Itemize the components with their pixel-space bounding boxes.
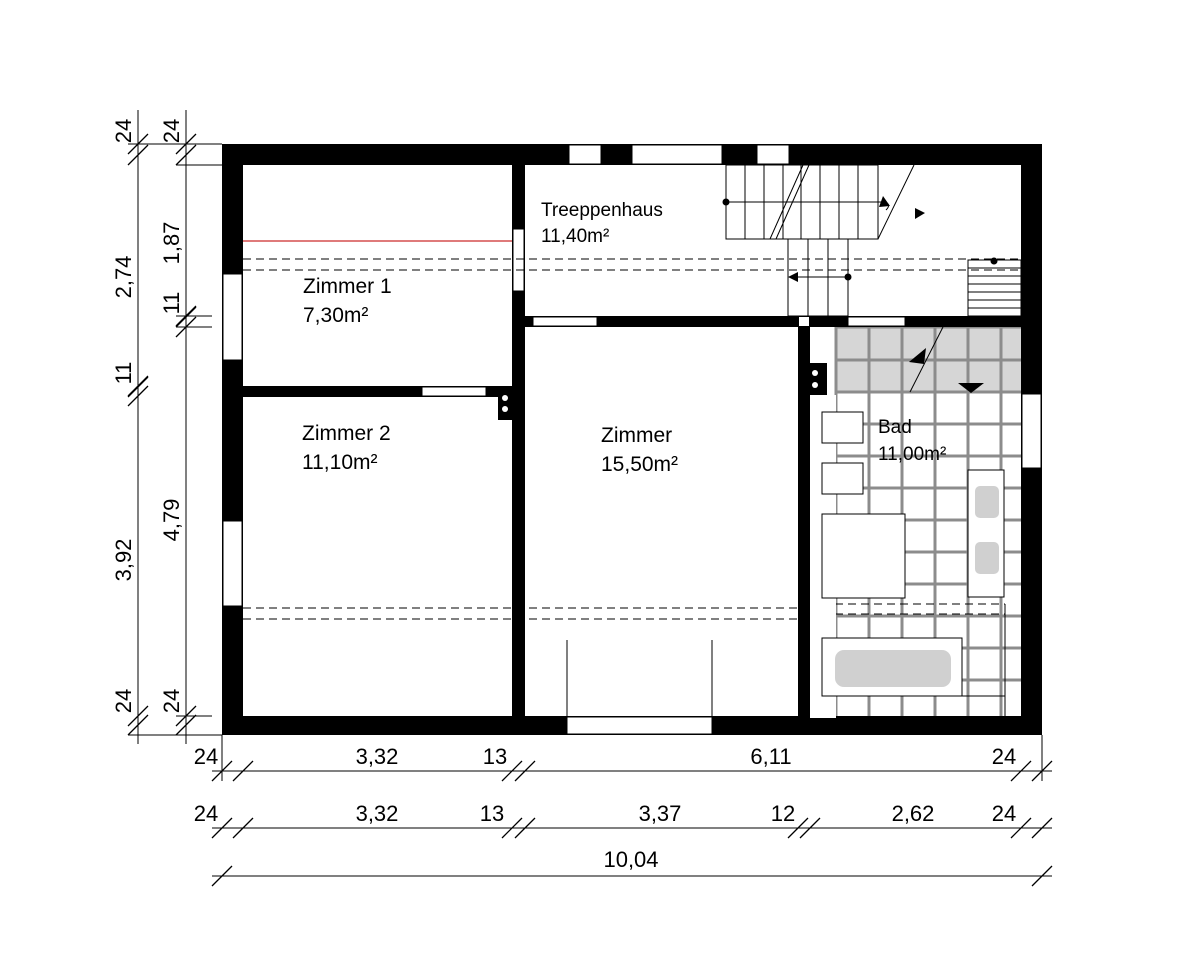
openings xyxy=(222,144,1042,735)
door-zimmer2 xyxy=(421,386,487,397)
chimney-left xyxy=(498,388,522,420)
shower xyxy=(821,513,906,599)
dim-row1-left-wall: 24 xyxy=(194,744,218,769)
bath-fixtures xyxy=(810,395,1006,718)
dim-total-width: 10,04 xyxy=(603,847,658,872)
dim-row2-wall1: 13 xyxy=(480,801,504,826)
room-bad-name: Bad xyxy=(878,417,912,438)
toilet-2 xyxy=(821,462,864,495)
left-wall xyxy=(222,144,243,735)
dim-row2-wall2: 12 xyxy=(771,801,795,826)
room-zimmer2-name: Zimmer 2 xyxy=(302,422,391,445)
arrow-up-icon xyxy=(909,348,926,364)
dim-row1-room1: 3,32 xyxy=(356,744,399,769)
room-zimmer-area: 15,50m² xyxy=(601,453,678,476)
arrow-right-icon xyxy=(915,208,925,219)
dim-left-inner-top-wall: 24 xyxy=(159,119,184,143)
dim-row1-room2: 6,11 xyxy=(750,744,791,769)
window-top-1 xyxy=(568,144,602,165)
window-zimmer1 xyxy=(222,273,243,361)
sink-1 xyxy=(975,486,999,518)
dim-left-outer-bottom-wall: 24 xyxy=(111,689,136,713)
dim-bottom-row1: 24 3,32 13 6,11 24 xyxy=(194,735,1053,782)
room-zimmer1-name: Zimmer 1 xyxy=(303,275,392,298)
room-treppenhaus-area: 11,40m² xyxy=(541,226,609,247)
dim-left-inner: 24 1,87 11 4,79 24 xyxy=(159,110,222,744)
room-zimmer-name: Zimmer xyxy=(601,424,672,447)
window-bad xyxy=(1021,393,1042,469)
window-top-2 xyxy=(631,144,723,165)
dim-left-outer-mid-wall: 11 xyxy=(111,362,136,385)
window-zimmer-bottom xyxy=(566,716,713,735)
dim-left-inner-mid-wall: 11 xyxy=(159,292,184,315)
dim-row2-room1: 3,32 xyxy=(356,801,399,826)
dim-row2-right-wall: 24 xyxy=(992,801,1016,826)
dim-row2-room3: 2,62 xyxy=(892,801,935,826)
room-bad-area: 11,00m² xyxy=(878,444,946,465)
window-zimmer2 xyxy=(222,520,243,607)
dim-left-outer-upper: 2,74 xyxy=(111,256,136,299)
bathtub-basin xyxy=(835,650,951,687)
dim-row1-wall1: 13 xyxy=(483,744,507,769)
dim-left-outer: 24 2,74 11 3,92 24 xyxy=(111,110,222,744)
sink-2 xyxy=(975,542,999,574)
dim-bottom-row2: 24 3,32 13 3,37 12 2,62 24 xyxy=(194,801,1053,839)
dim-left-outer-lower: 3,92 xyxy=(111,539,136,582)
room-zimmer1-area: 7,30m² xyxy=(303,304,368,327)
door-zimmer1 xyxy=(512,228,525,292)
wall-bad-left xyxy=(798,316,810,735)
wall-zimmer1-zimmer2 xyxy=(243,386,512,397)
dim-left-inner-bottom-wall: 24 xyxy=(159,689,184,713)
dim-row1-right-wall: 24 xyxy=(992,744,1016,769)
staircase xyxy=(722,164,1022,317)
wall-gap xyxy=(799,317,809,326)
wall-treppenhaus-bottom xyxy=(525,316,1021,327)
roof-lines xyxy=(243,240,1021,620)
bath-markers xyxy=(909,326,984,393)
dim-left-outer-top-wall: 24 xyxy=(111,119,136,143)
room-zimmer2-area: 11,10m² xyxy=(302,451,377,474)
arrow-down-icon xyxy=(958,383,984,393)
chimney-right xyxy=(805,363,827,395)
door-zimmer xyxy=(532,316,598,327)
toilet-1 xyxy=(821,411,864,444)
wall-zimmer-divider xyxy=(512,144,525,735)
dim-row2-room2: 3,37 xyxy=(639,801,682,826)
chimney-flues xyxy=(502,370,818,412)
dim-left-inner-upper: 1,87 xyxy=(159,222,184,265)
window-top-3 xyxy=(756,144,790,165)
dim-total: 10,04 xyxy=(211,847,1053,887)
dim-row2-left-wall: 24 xyxy=(194,801,218,826)
bathroom-tiles xyxy=(834,325,1022,718)
room-treppenhaus-name: Treeppenhaus xyxy=(541,200,663,221)
door-bad xyxy=(847,316,906,327)
dim-left-inner-lower: 4,79 xyxy=(159,499,184,542)
